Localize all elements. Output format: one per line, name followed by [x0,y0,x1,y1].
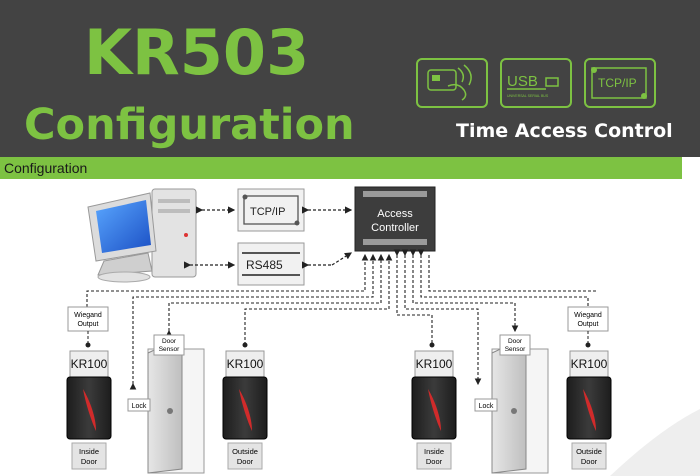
left-sensor-line1: Door [162,338,177,345]
left-door-group: Wiegand Output KR100 Inside Door Door Se… [66,306,268,474]
left-sensor-line2: Sensor [159,346,180,353]
left-outside-line2: Door [237,457,254,466]
tcpip-icon: TCP/IP [584,58,656,108]
right-inside-line1: Inside [424,447,444,456]
right-outside-line1: Outside [576,447,602,456]
computer-icon [87,188,197,283]
left-door [147,336,205,474]
left-reader-out-model: KR100 [227,357,264,371]
usb-icon-label: USB [507,73,538,90]
tcpip-label: TCP/IP [250,206,285,218]
left-inside-line2: Door [81,457,98,466]
right-reader-out-model: KR100 [571,357,608,371]
right-door [491,336,549,474]
controller-bus-lines [86,249,596,390]
card-reader-icon [416,58,488,108]
right-inside-line2: Door [426,457,443,466]
tcpip-box: TCP/IP [237,188,305,232]
left-outside-line1: Outside [232,447,258,456]
left-reader-in-model: KR100 [71,357,108,371]
configuration-diagram: TCP/IP RS485 Access Controller [66,186,700,476]
right-wiegand-line1: Wiegand [574,312,602,319]
decorative-swoosh [610,409,700,476]
left-inside-line1: Inside [79,447,99,456]
left-wiegand-line2: Output [77,321,98,328]
tagline: Time Access Control [456,120,673,142]
usb-icon: USB UNIVERSAL SERIAL BUS [500,58,572,108]
rs485-label: RS485 [246,258,283,272]
right-lock-label: Lock [479,403,494,410]
left-lock-label: Lock [132,403,147,410]
section-bar: Configuration [0,157,682,179]
tcpip-icon-label: TCP/IP [598,76,637,90]
right-sensor-line1: Door [508,338,523,345]
header-banner: KR503 Configuration USB UNIVERSAL SERIAL… [0,0,700,157]
page-subtitle: Configuration [24,100,355,150]
rs485-box: RS485 [237,242,305,286]
left-wiegand-line1: Wiegand [74,312,102,319]
controller-label-line1: Access [377,208,413,220]
access-controller: Access Controller [354,186,436,252]
right-outside-reader: KR100 [566,350,612,440]
right-door-group: KR100 Inside Door Door Sensor Lock Wiega… [411,306,612,474]
left-inside-reader: KR100 [66,350,112,440]
right-outside-line2: Door [581,457,598,466]
right-sensor-line2: Sensor [505,346,526,353]
usb-icon-sublabel: UNIVERSAL SERIAL BUS [507,94,549,98]
right-wiegand-line2: Output [577,321,598,328]
left-outside-reader: KR100 [222,350,268,440]
section-label: Configuration [4,160,88,176]
right-inside-reader: KR100 [411,350,457,440]
right-reader-in-model: KR100 [416,357,453,371]
page-title: KR503 [84,16,310,89]
controller-label-line2: Controller [371,222,419,234]
